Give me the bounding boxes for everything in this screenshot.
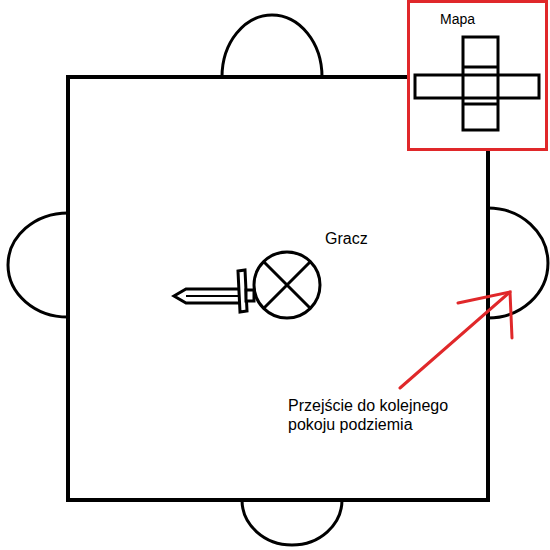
sword-handle bbox=[246, 290, 254, 301]
arrow-head bbox=[458, 292, 512, 338]
minimap-panel: Mapa bbox=[407, 0, 548, 151]
player-icon bbox=[174, 252, 320, 318]
player-circle bbox=[254, 252, 320, 318]
door-top bbox=[222, 15, 322, 77]
panel-title: Mapa bbox=[410, 3, 545, 28]
door-left bbox=[8, 213, 68, 317]
player-label: Gracz bbox=[325, 229, 405, 248]
arrow-shaft bbox=[400, 292, 510, 388]
sword-blade bbox=[174, 289, 240, 303]
minimap-column bbox=[463, 37, 498, 130]
player-cross bbox=[264, 262, 310, 308]
door-callout: Przejście do kolejnego pokoju podziemia bbox=[288, 396, 473, 434]
minimap-divider bbox=[463, 103, 498, 106]
minimap-rooms bbox=[407, 0, 548, 151]
door-bottom bbox=[242, 500, 342, 545]
sword-edge bbox=[186, 295, 240, 297]
minimap-divider bbox=[463, 66, 498, 69]
minimap-row bbox=[415, 75, 539, 98]
pointer-arrow bbox=[400, 292, 512, 388]
player-cross bbox=[264, 262, 310, 308]
